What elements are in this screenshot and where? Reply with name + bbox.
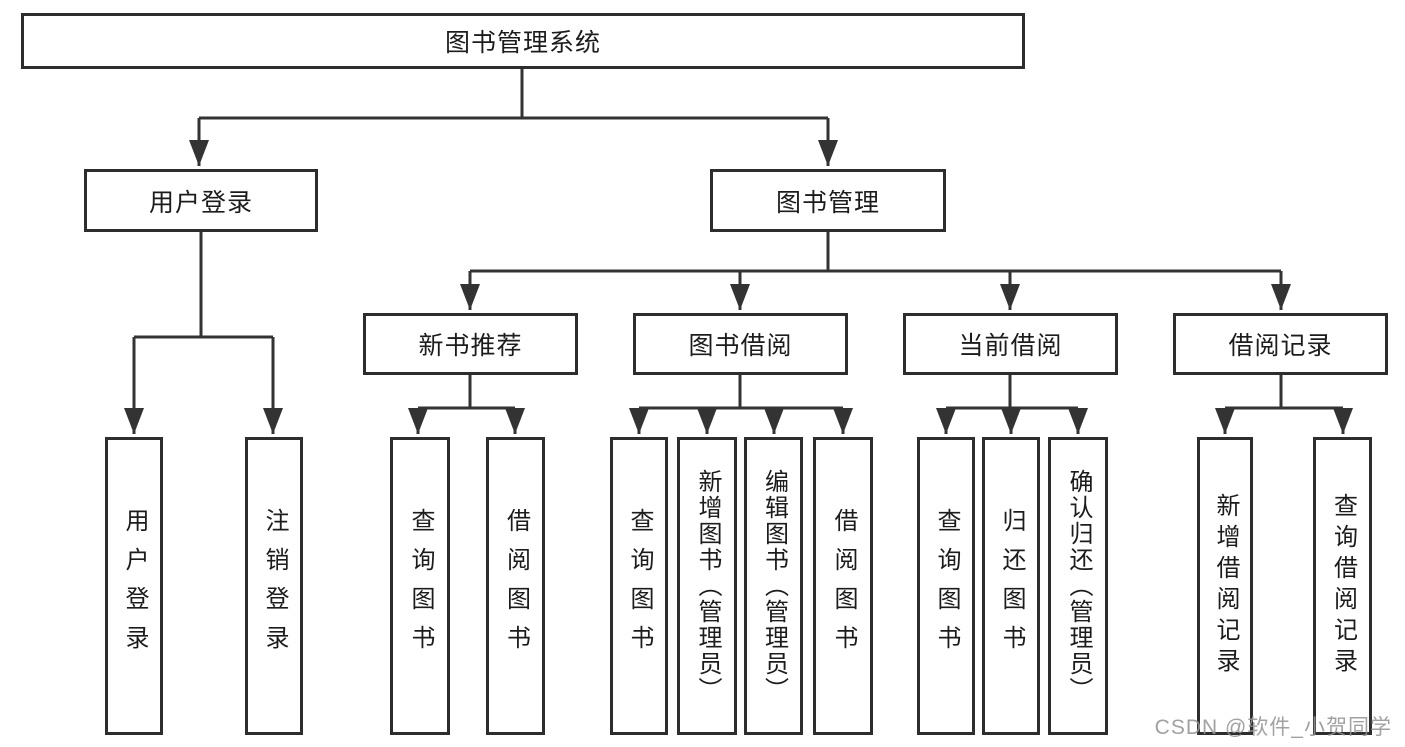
leaf-add-book-admin-label: 新增图书（管理员） (694, 469, 721, 703)
node-root: 图书管理系统 (21, 13, 1025, 69)
node-book-borrow-label: 图书借阅 (688, 332, 793, 360)
leaf-add-book-admin: 新增图书（管理员） (677, 437, 737, 735)
leaf-query-borrow-record-label: 查询借阅记录 (1329, 493, 1357, 679)
node-book-borrow: 图书借阅 (633, 313, 848, 375)
leaf-borrow-books-newbook: 借阅图书 (486, 437, 545, 735)
leaf-edit-book-admin-label: 编辑图书（管理员） (760, 469, 788, 703)
leaf-borrow-books-newbook-label: 借阅图书 (502, 508, 530, 664)
leaf-query-books-borrow-label: 查询图书 (626, 508, 653, 664)
leaf-borrow-books-borrow: 借阅图书 (813, 437, 873, 735)
leaf-user-login-label: 用户登录 (121, 508, 148, 664)
node-new-book-recommend-label: 新书推荐 (418, 332, 523, 360)
watermark: CSDN @软件_小贺同学 (1154, 716, 1392, 739)
leaf-user-login: 用户登录 (105, 437, 163, 735)
leaf-edit-book-admin: 编辑图书（管理员） (744, 437, 803, 735)
node-user-login-label: 用户登录 (148, 188, 253, 217)
leaf-add-borrow-record: 新增借阅记录 (1197, 437, 1253, 735)
leaf-return-books-label: 归还图书 (998, 508, 1025, 664)
leaf-add-borrow-record-label: 新增借阅记录 (1212, 493, 1239, 679)
leaf-confirm-return-admin-label: 确认归还（管理员） (1065, 469, 1092, 703)
node-user-login: 用户登录 (84, 169, 318, 232)
node-book-management-label: 图书管理 (775, 188, 880, 217)
node-current-borrow-label: 当前借阅 (958, 332, 1063, 360)
leaf-borrow-books-borrow-label: 借阅图书 (830, 508, 857, 664)
leaf-query-books-borrow: 查询图书 (610, 437, 668, 735)
node-current-borrow: 当前借阅 (903, 313, 1118, 375)
leaf-query-borrow-record: 查询借阅记录 (1313, 437, 1372, 735)
leaf-confirm-return-admin: 确认归还（管理员） (1048, 437, 1108, 735)
node-new-book-recommend: 新书推荐 (363, 313, 578, 375)
leaf-logout-label: 注销登录 (261, 508, 288, 664)
leaf-query-books-newbook: 查询图书 (390, 437, 450, 735)
node-borrow-records-label: 借阅记录 (1228, 332, 1333, 360)
leaf-query-books-current: 查询图书 (917, 437, 975, 735)
leaf-query-books-current-label: 查询图书 (933, 508, 960, 664)
leaf-return-books: 归还图书 (982, 437, 1040, 735)
leaf-query-books-newbook-label: 查询图书 (407, 508, 434, 664)
node-book-management: 图书管理 (710, 169, 946, 232)
leaf-logout: 注销登录 (245, 437, 303, 735)
node-root-label: 图书管理系统 (444, 29, 601, 57)
node-borrow-records: 借阅记录 (1173, 313, 1388, 375)
